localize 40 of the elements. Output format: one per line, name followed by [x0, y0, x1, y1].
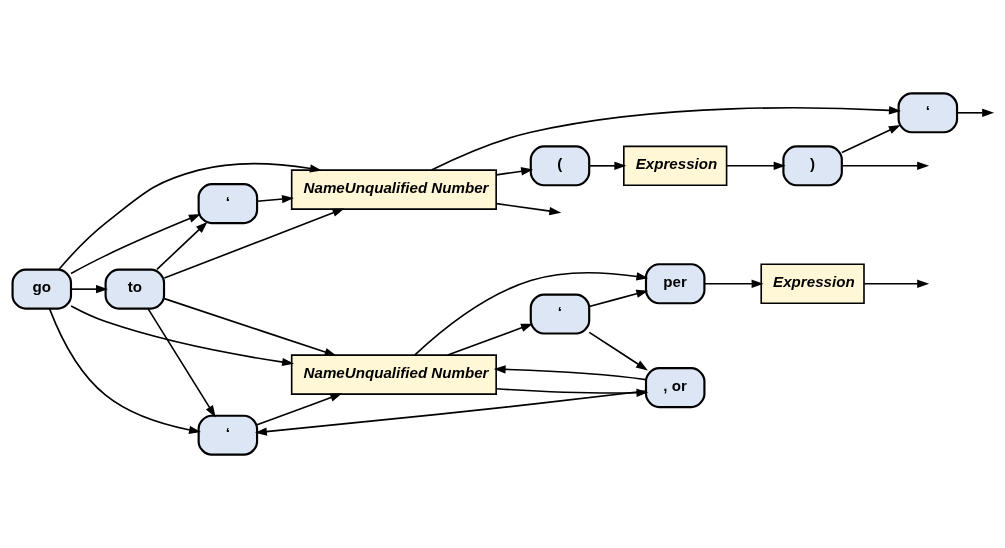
node-box: ‘	[197, 183, 259, 225]
arrow	[256, 393, 343, 426]
node-box: NameUnqualified Number	[290, 354, 497, 395]
arrow	[841, 161, 930, 170]
node-box: to	[104, 268, 166, 310]
arrow	[58, 162, 322, 271]
arrow	[495, 202, 562, 216]
node-box: )	[782, 145, 843, 187]
arrow	[493, 365, 647, 381]
node-box: (	[529, 145, 591, 187]
arrow	[863, 279, 930, 288]
node-box: per	[644, 263, 706, 305]
node-box: Expression	[760, 263, 865, 304]
arrow	[725, 161, 786, 170]
node-box: Expression	[623, 145, 728, 187]
arrow	[163, 297, 337, 357]
arrow	[48, 308, 201, 435]
arrow	[70, 214, 201, 275]
node-box: go	[11, 268, 73, 310]
arrow	[446, 323, 533, 356]
arrow	[70, 305, 295, 367]
arrow	[414, 272, 649, 356]
node-box: ‘	[529, 293, 591, 335]
arrow	[430, 106, 901, 171]
arrow	[588, 289, 649, 308]
arrow	[163, 208, 345, 279]
node-box: NameUnqualified Number	[290, 169, 497, 210]
arrow	[256, 194, 294, 204]
arrow	[703, 279, 764, 288]
arrow	[70, 284, 108, 294]
arrow	[588, 331, 648, 371]
node-box: ‘	[197, 414, 259, 456]
arrow	[495, 167, 534, 176]
node-box: ‘	[897, 92, 959, 134]
arrow	[956, 108, 995, 117]
arrow	[841, 125, 901, 154]
node-box: , or	[644, 367, 706, 409]
arrow	[156, 221, 208, 271]
arrow	[588, 161, 627, 170]
arrow	[147, 308, 216, 418]
